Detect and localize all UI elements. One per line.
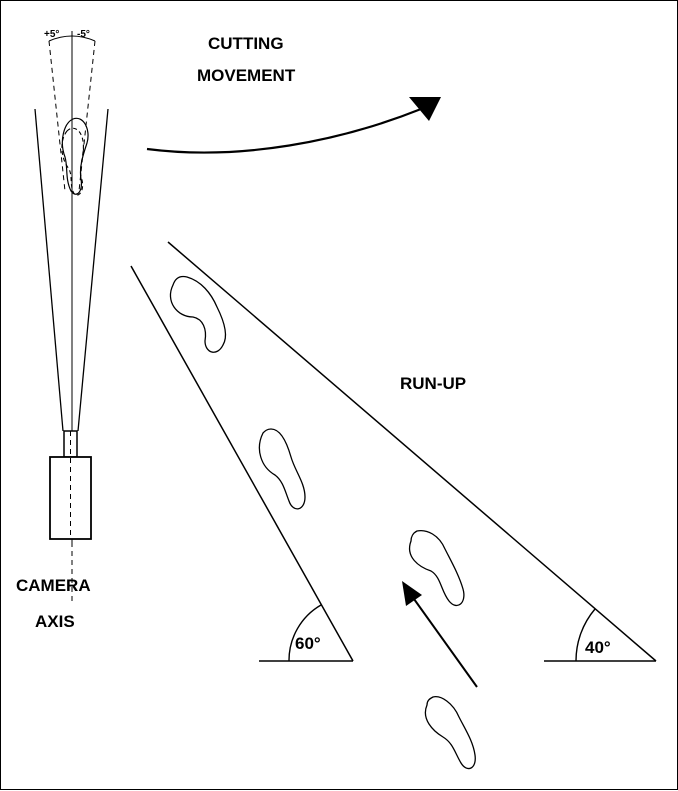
angle-minus-label: -5° (77, 29, 90, 40)
movement-label: MOVEMENT (197, 66, 296, 85)
angle-plus-label: +5° (44, 29, 59, 40)
angle-40-label: 40° (585, 638, 611, 657)
cutting-label: CUTTING (208, 34, 284, 53)
cutting-movement-arrow (146, 97, 441, 154)
planted-foot (61, 117, 89, 196)
footprint (424, 696, 476, 770)
run-up-footprints (169, 275, 476, 770)
axis-label: AXIS (35, 612, 75, 631)
angle-60-label: 60° (295, 634, 321, 653)
angle-arc-60 (288, 604, 322, 662)
footprint (169, 275, 227, 353)
run-up-sector (130, 241, 657, 662)
camera-label: CAMERA (16, 576, 91, 595)
run-up-direction-arrow (402, 581, 478, 688)
run-up-label: RUN-UP (400, 374, 466, 393)
footprint (408, 529, 465, 606)
camera-field-of-view (34, 108, 109, 432)
footprint (258, 428, 306, 510)
angle-arc-40 (575, 608, 596, 662)
camera (49, 430, 92, 540)
